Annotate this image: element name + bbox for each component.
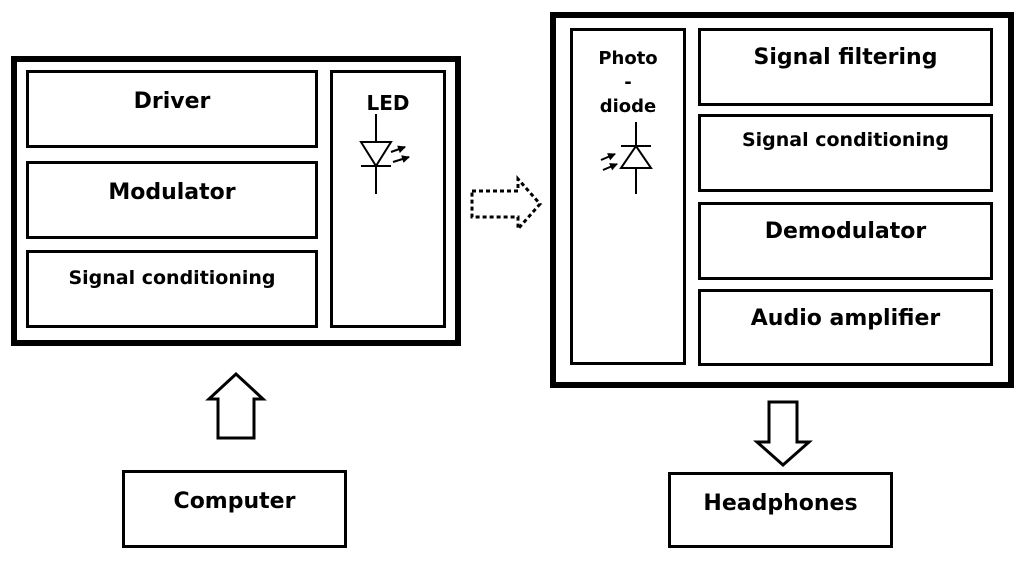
hollow-up-arrow-icon [205, 371, 267, 440]
tx-signal-conditioning-label: Signal conditioning [68, 267, 276, 289]
signal-filtering-block: Signal filtering [698, 28, 993, 106]
demodulator-block: Demodulator [698, 202, 993, 280]
driver-label: Driver [133, 89, 211, 114]
modulator-block: Modulator [26, 161, 318, 239]
photodiode-label-line3: diode [599, 96, 657, 117]
driver-block: Driver [26, 70, 318, 148]
computer-label: Computer [173, 489, 296, 514]
dashed-right-arrow-icon [470, 175, 542, 233]
rx-signal-conditioning-label: Signal conditioning [741, 129, 950, 151]
headphones-block: Headphones [668, 472, 893, 548]
computer-block: Computer [122, 470, 347, 548]
photodiode-label-line1: Photo [598, 48, 658, 69]
signal-filtering-label: Signal filtering [753, 45, 938, 70]
audio-amplifier-label: Audio amplifier [750, 306, 941, 331]
rx-signal-conditioning-block: Signal conditioning [698, 114, 993, 192]
led-block: LED [330, 70, 446, 328]
demodulator-label: Demodulator [764, 219, 927, 244]
photodiode-label-line2: - [624, 72, 632, 93]
led-label: LED [366, 91, 410, 115]
photodiode-block: Photo - diode [570, 28, 686, 365]
modulator-label: Modulator [108, 180, 236, 205]
hollow-down-arrow-icon [753, 400, 813, 468]
tx-signal-conditioning-block: Signal conditioning [26, 250, 318, 328]
headphones-label: Headphones [703, 491, 858, 516]
audio-amplifier-block: Audio amplifier [698, 289, 993, 366]
